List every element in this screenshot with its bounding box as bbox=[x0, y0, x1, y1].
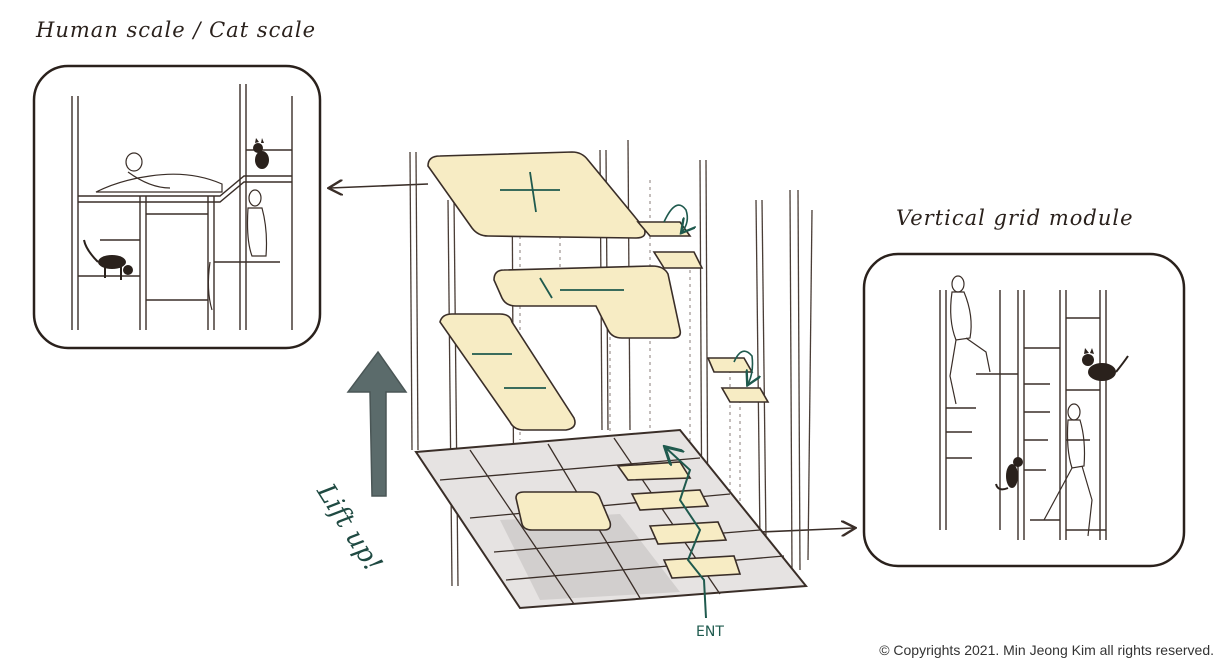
cat-silhouette-walking bbox=[83, 239, 133, 280]
stair-step-4 bbox=[662, 555, 742, 579]
top-platform bbox=[427, 151, 646, 239]
vertical-grid-module-inset bbox=[862, 252, 1186, 568]
walking-person-figure bbox=[1043, 403, 1093, 537]
copyright-notice: © Copyrights 2021. Min Jeong Kim all rig… bbox=[879, 642, 1214, 658]
arrow-to-left-inset bbox=[330, 184, 429, 188]
climbing-person-figure bbox=[949, 275, 991, 405]
entrance-label: ENT bbox=[696, 624, 724, 640]
base-bench bbox=[515, 491, 612, 531]
left-inset-title: Human scale / Cat scale bbox=[36, 18, 317, 42]
cat-step-upper bbox=[636, 221, 692, 237]
cat-silhouette-sitting bbox=[253, 138, 269, 169]
long-lounge-platform bbox=[439, 313, 576, 431]
stair-step-2 bbox=[630, 489, 710, 511]
rotation-arrow-lower bbox=[733, 350, 753, 384]
human-cat-scale-inset bbox=[32, 64, 322, 350]
cat-step-2 bbox=[652, 251, 704, 269]
stair-step-1 bbox=[616, 461, 692, 481]
reclining-person-figure bbox=[95, 152, 223, 193]
cat-silhouette-upper bbox=[1082, 348, 1129, 381]
cat-step-4 bbox=[720, 387, 770, 403]
lift-up-arrow bbox=[346, 350, 408, 497]
rotation-arrow-upper bbox=[663, 204, 687, 232]
base-floor-grid bbox=[414, 428, 808, 610]
entrance-path bbox=[666, 448, 707, 619]
l-shaped-platform bbox=[493, 265, 682, 339]
central-structure bbox=[409, 139, 813, 619]
right-inset-title: Vertical grid module bbox=[896, 206, 1134, 230]
cat-silhouette-climbing bbox=[995, 457, 1023, 491]
standing-person-figure bbox=[207, 189, 268, 311]
stair-step-3 bbox=[648, 521, 728, 545]
cat-step-3 bbox=[706, 357, 754, 373]
